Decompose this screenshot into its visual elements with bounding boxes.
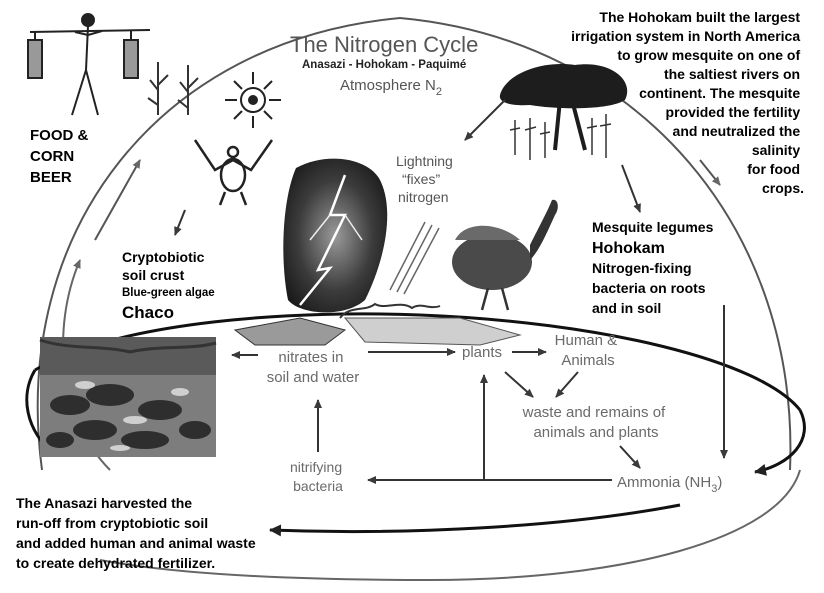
outer-bottom-arc	[99, 469, 801, 582]
cryptobiotic-soil-photo	[39, 337, 217, 457]
ground-ellipse-right	[754, 409, 806, 476]
corn-illustration	[147, 62, 199, 115]
lightning-storm-illustration	[283, 158, 388, 313]
ground-plate-left	[233, 317, 347, 346]
nitrates-label: nitrates in soil and water	[267, 349, 360, 386]
ground-vegetation	[339, 302, 441, 319]
carrier-figure-illustration	[27, 13, 151, 116]
dome-arrow-left	[94, 159, 141, 241]
hohokam-paragraph: The Hohokam built the largest irrigation…	[571, 9, 804, 196]
diagram-title: The Nitrogen Cycle	[290, 32, 478, 57]
atmosphere-label: Atmosphere N2	[340, 77, 442, 98]
plants-to-waste-arrow	[504, 371, 534, 398]
food-label: FOOD & CORN BEER	[30, 127, 93, 186]
tree-to-mesquite-arrow	[621, 164, 641, 213]
dome-arrow-right	[699, 159, 721, 186]
lightning-ray-lines	[389, 221, 440, 295]
human-animals-label: Human & Animals	[555, 332, 622, 369]
atmosphere-to-tree-arrow	[464, 99, 506, 141]
plants-label: plants	[462, 344, 502, 361]
ammonia-label: Ammonia (NH3)	[617, 474, 722, 495]
nitrifying-label: nitrifying bacteria	[290, 459, 346, 494]
sun-symbol-icon	[225, 72, 281, 128]
waste-to-ammonia-arrow	[619, 445, 641, 469]
thunderbird-arrow	[174, 209, 186, 236]
ground-plate-right	[343, 317, 522, 346]
anasazi-paragraph: The Anasazi harvested the run-off from c…	[16, 495, 260, 571]
waste-label: waste and remains of animals and plants	[522, 404, 670, 441]
mesquite-tree-illustration	[499, 64, 628, 160]
diagram-subtitle: Anasazi - Hohokam - Paquimé	[302, 59, 466, 71]
human-to-waste-arrow	[555, 371, 579, 398]
turkey-illustration	[452, 199, 558, 311]
lightning-label: Lightning “fixes” nitrogen	[396, 153, 457, 205]
thunderbird-icon	[193, 139, 274, 206]
cryptobiotic-label: Cryptobiotic soil crust Blue-green algae…	[122, 249, 219, 322]
ground-ellipse-bottom	[269, 503, 681, 537]
ground-ellipse-top	[34, 312, 802, 411]
mesquite-label: Mesquite legumes Hohokam Nitrogen-fixing…	[592, 219, 718, 316]
dome-arc	[36, 16, 792, 471]
